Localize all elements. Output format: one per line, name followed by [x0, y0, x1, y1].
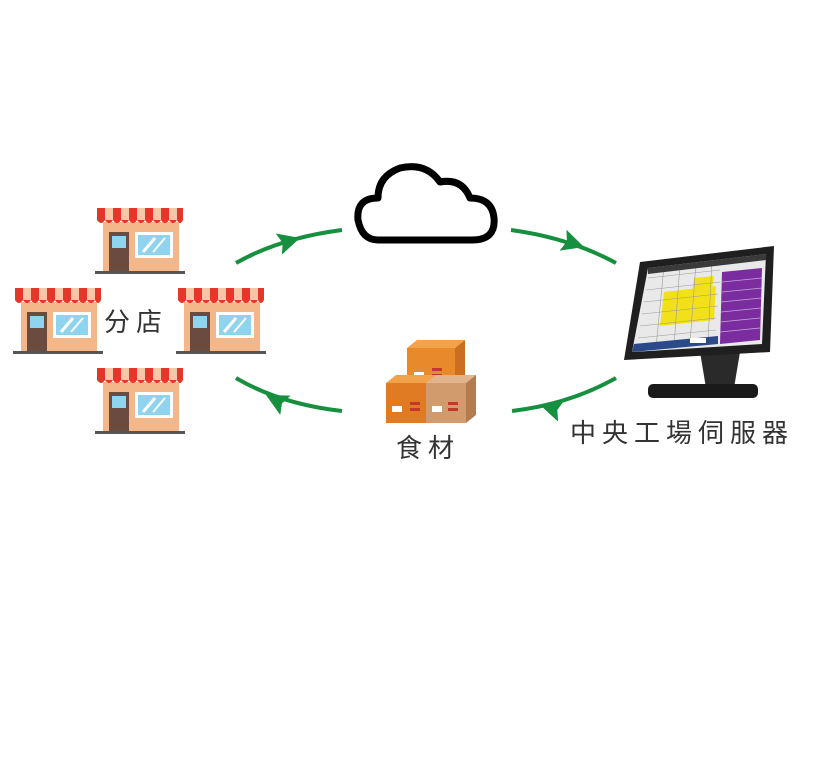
server-label: 中央工場伺服器	[570, 419, 795, 449]
arrow-server-to-food	[511, 376, 617, 422]
branch-label: 分店	[104, 308, 169, 338]
cloud-icon	[354, 163, 498, 244]
arrow-food-to-branch	[234, 376, 343, 416]
store-icon	[93, 206, 187, 276]
store-icon	[174, 286, 268, 356]
boxes-icon	[386, 340, 476, 423]
arrow-branch-to-cloud	[235, 227, 343, 265]
store-icon	[93, 366, 187, 436]
store-icon	[11, 286, 105, 356]
arrow-cloud-to-server	[510, 228, 617, 265]
food-label: 食材	[396, 434, 461, 464]
pos-monitor-icon	[624, 246, 774, 398]
